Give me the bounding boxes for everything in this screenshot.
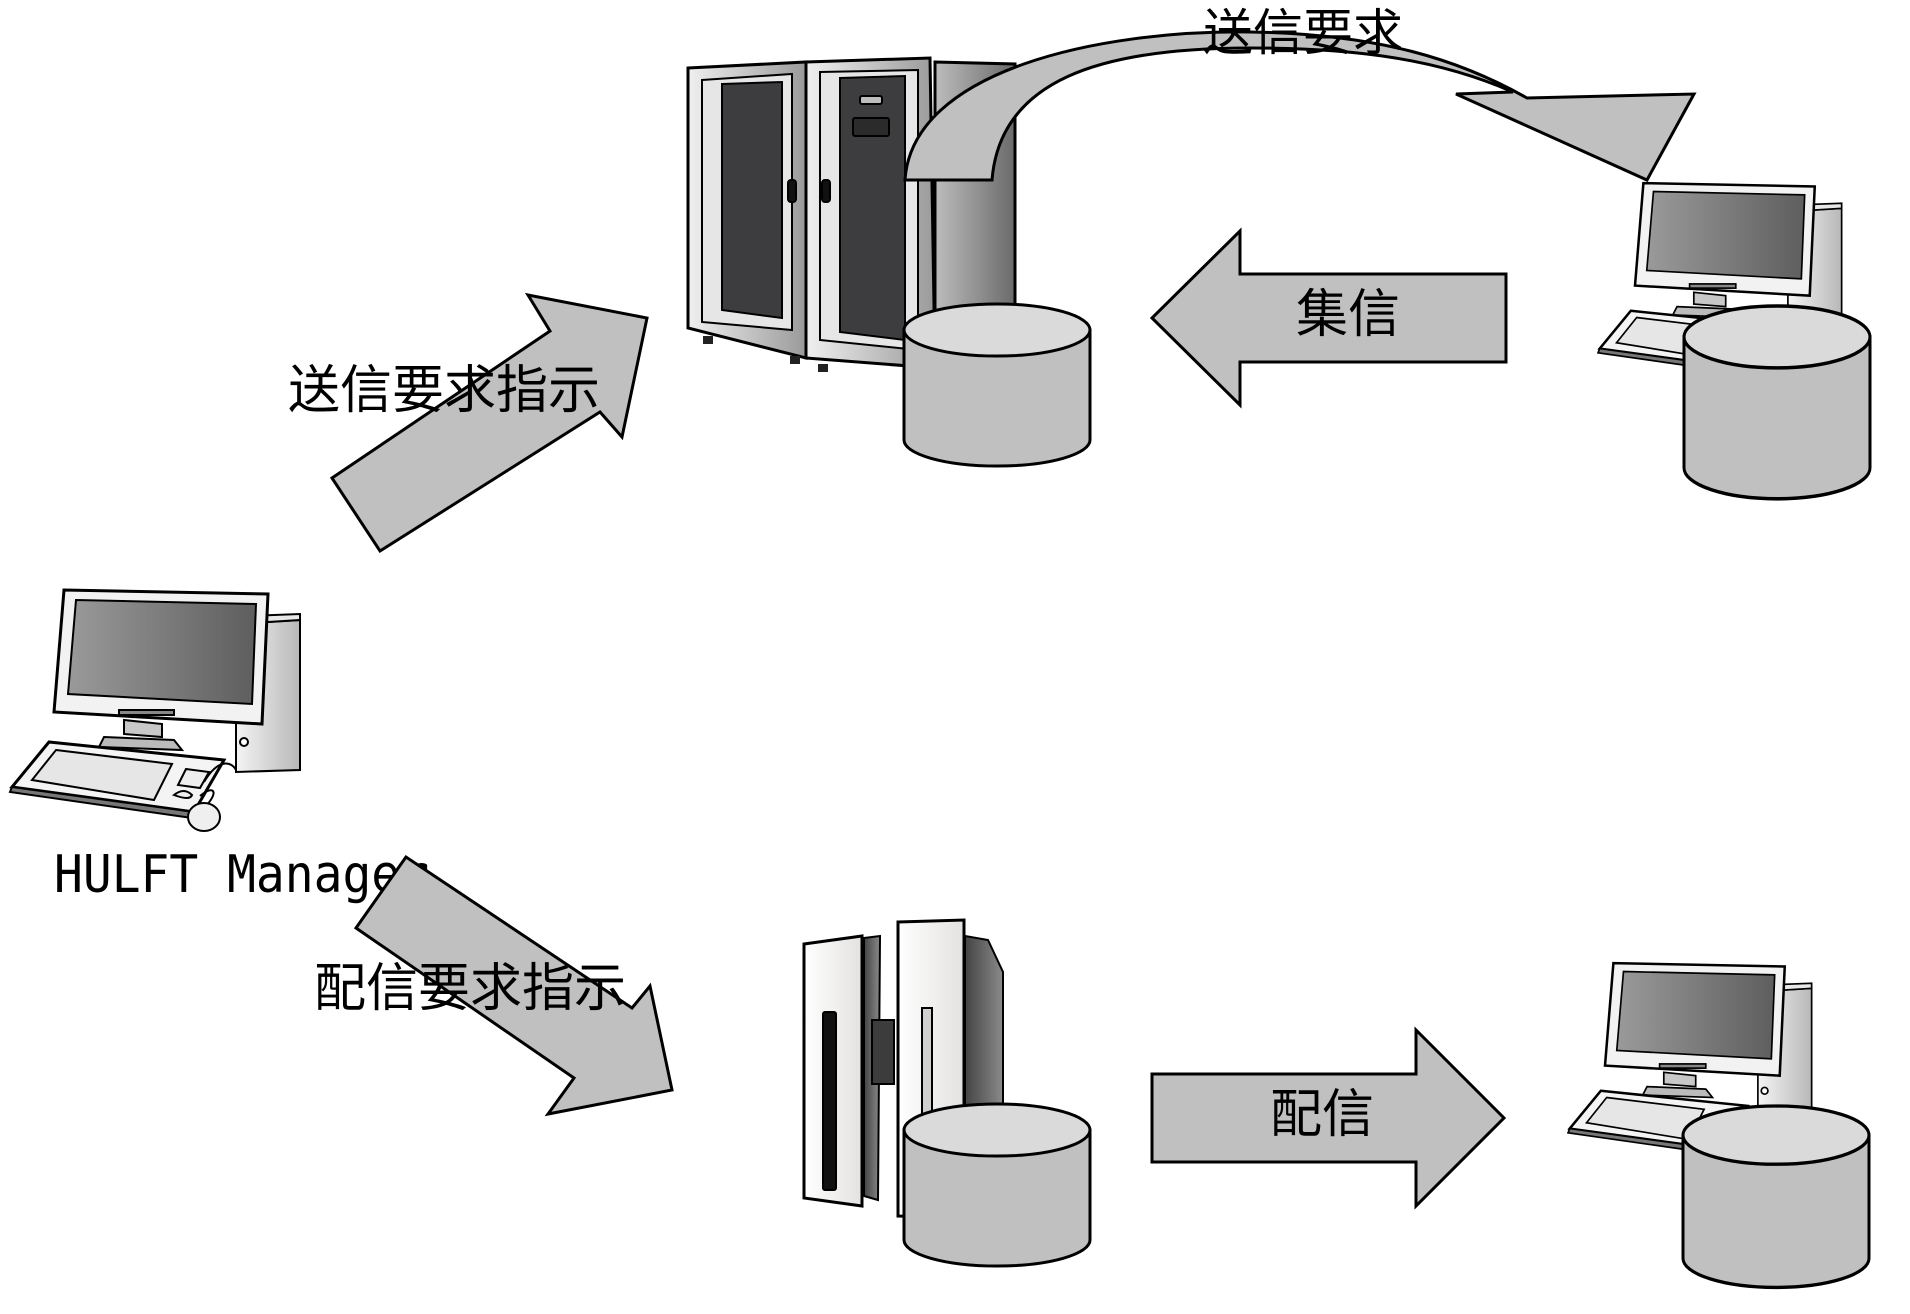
- send-request-instruction-arrow: [329, 292, 649, 554]
- database-icon: [1682, 304, 1872, 501]
- distribute-label: 配信: [1270, 1085, 1374, 1145]
- rack-server-icon: [686, 56, 1017, 372]
- collect-label: 集信: [1296, 285, 1400, 345]
- hulft-manager-pc-icon: [8, 588, 302, 833]
- send-request-label: 送信要求: [1203, 4, 1403, 62]
- distribute-request-instruction-label: 配信要求指示: [314, 959, 626, 1019]
- send-request-instruction-label: 送信要求指示: [288, 361, 600, 421]
- hulft-manager-label: HULFT Manager: [54, 845, 429, 905]
- distribute-request-instruction-arrow: [353, 854, 674, 1117]
- mainframe-icon: [802, 918, 1004, 1220]
- database-icon: [902, 1102, 1092, 1268]
- database-icon: [902, 302, 1092, 468]
- distribute-arrow: [1150, 1026, 1507, 1210]
- send-request-arrow: [903, 30, 1697, 182]
- database-icon: [1681, 1104, 1871, 1290]
- collect-arrow: [1149, 227, 1508, 409]
